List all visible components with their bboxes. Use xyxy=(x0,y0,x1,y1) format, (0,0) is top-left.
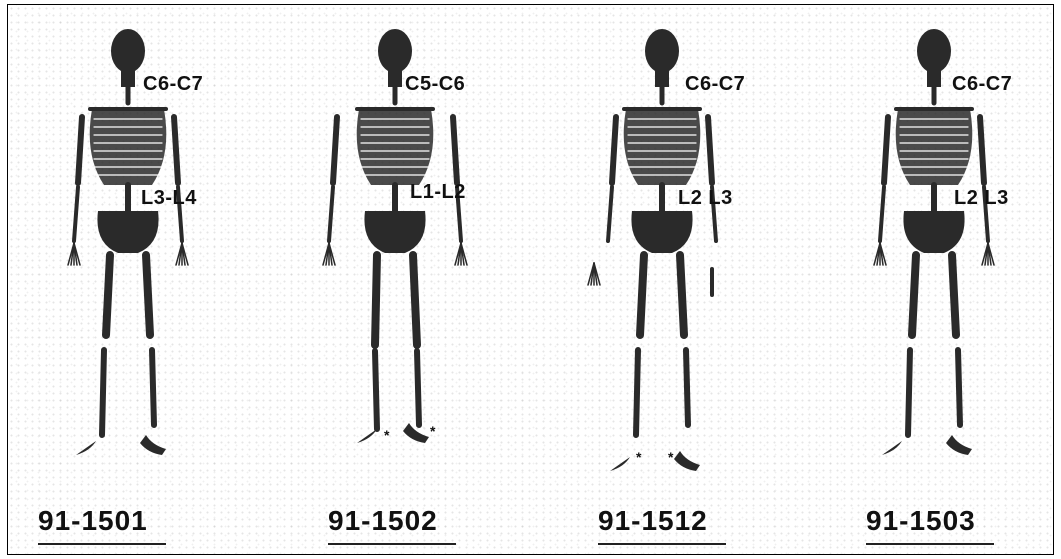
left-forearm-shape xyxy=(329,187,333,241)
left-forearm-shape xyxy=(74,187,78,241)
lumbar-label-2: L1-L2 xyxy=(410,181,466,204)
cervical-label-4: C6-C7 xyxy=(952,73,1012,96)
lumbar-label-4: L2 L3 xyxy=(954,187,1009,210)
left-femur-shape xyxy=(912,255,916,335)
specimen-code-underline-3 xyxy=(598,543,726,545)
right-tibia-shape xyxy=(958,350,960,425)
specimen-code-underline-1 xyxy=(38,543,166,545)
right-humerus-shape xyxy=(708,117,712,183)
right-foot-shape xyxy=(403,423,429,443)
cervical-label-3: C6-C7 xyxy=(685,73,745,96)
left-humerus-shape xyxy=(612,117,616,183)
left-tibia-shape xyxy=(636,350,638,435)
right-femur-shape xyxy=(952,255,956,335)
pelvis-shape xyxy=(364,211,425,253)
right-humerus-shape xyxy=(174,117,178,183)
right-humerus-shape xyxy=(453,117,457,183)
cervical-label-1: C6-C7 xyxy=(143,73,203,96)
rib-cage-shape xyxy=(90,109,167,185)
pelvis-shape xyxy=(631,211,692,253)
asterisk-marker-3a: * xyxy=(636,449,641,465)
rib-cage-shape xyxy=(357,109,434,185)
right-femur-shape xyxy=(680,255,684,335)
skeleton-figure-1 xyxy=(8,5,270,555)
right-femur-shape xyxy=(146,255,150,335)
lumbar-label-1: L3-L4 xyxy=(141,187,197,210)
left-foot-shape xyxy=(357,429,377,443)
specimen-code-2: 91-1502 xyxy=(328,505,438,537)
left-tibia-shape xyxy=(102,350,104,435)
skeleton-figure-3 xyxy=(532,5,794,555)
cervical-label-2: C5-C6 xyxy=(405,73,465,96)
skull-shape xyxy=(111,29,145,73)
left-forearm-shape xyxy=(608,187,612,241)
left-foot-shape xyxy=(76,441,96,455)
specimen-panel-2: C5-C6 L1-L2 * * 91-1502 xyxy=(270,5,532,555)
skull-shape xyxy=(917,29,951,73)
left-forearm-shape xyxy=(880,187,884,241)
pelvis-shape xyxy=(903,211,964,253)
specimen-panel-4: C6-C7 L2 L3 91-1503 xyxy=(794,5,1054,555)
left-femur-shape xyxy=(106,255,110,335)
left-femur-shape xyxy=(640,255,644,335)
right-foot-shape xyxy=(674,451,700,471)
figure-frame: C6-C7 L3-L4 91-1501 C5-C6 L1-L2 * * 91-1… xyxy=(7,4,1054,555)
specimen-code-1: 91-1501 xyxy=(38,505,148,537)
right-tibia-shape xyxy=(152,350,154,425)
specimen-code-3: 91-1512 xyxy=(598,505,708,537)
asterisk-marker-3b: * xyxy=(668,449,673,465)
skull-shape xyxy=(645,29,679,73)
specimen-panel-1: C6-C7 L3-L4 91-1501 xyxy=(8,5,270,555)
left-femur-shape xyxy=(375,255,377,345)
left-humerus-shape xyxy=(78,117,82,183)
right-tibia-shape xyxy=(686,350,688,425)
left-tibia-shape xyxy=(908,350,910,435)
rib-cage-shape xyxy=(624,109,701,185)
skeleton-figure-4 xyxy=(794,5,1054,555)
left-humerus-shape xyxy=(333,117,337,183)
right-humerus-shape xyxy=(980,117,984,183)
specimen-code-underline-4 xyxy=(866,543,994,545)
left-foot-shape xyxy=(610,457,630,471)
right-tibia-shape xyxy=(417,351,419,425)
left-tibia-shape xyxy=(375,351,377,429)
right-foot-shape xyxy=(946,435,972,455)
asterisk-marker-2a: * xyxy=(384,427,389,443)
pelvis-shape xyxy=(97,211,158,253)
skull-shape xyxy=(378,29,412,73)
right-foot-shape xyxy=(140,435,166,455)
left-humerus-shape xyxy=(884,117,888,183)
left-foot-shape xyxy=(882,441,902,455)
specimen-code-4: 91-1503 xyxy=(866,505,976,537)
specimen-panel-3: C6-C7 L2 L3 * * 91-1512 xyxy=(532,5,794,555)
skeleton-figure-2 xyxy=(270,5,532,555)
right-femur-shape xyxy=(413,255,417,345)
specimen-code-underline-2 xyxy=(328,543,456,545)
lumbar-label-3: L2 L3 xyxy=(678,187,733,210)
asterisk-marker-2b: * xyxy=(430,423,435,439)
rib-cage-shape xyxy=(896,109,973,185)
